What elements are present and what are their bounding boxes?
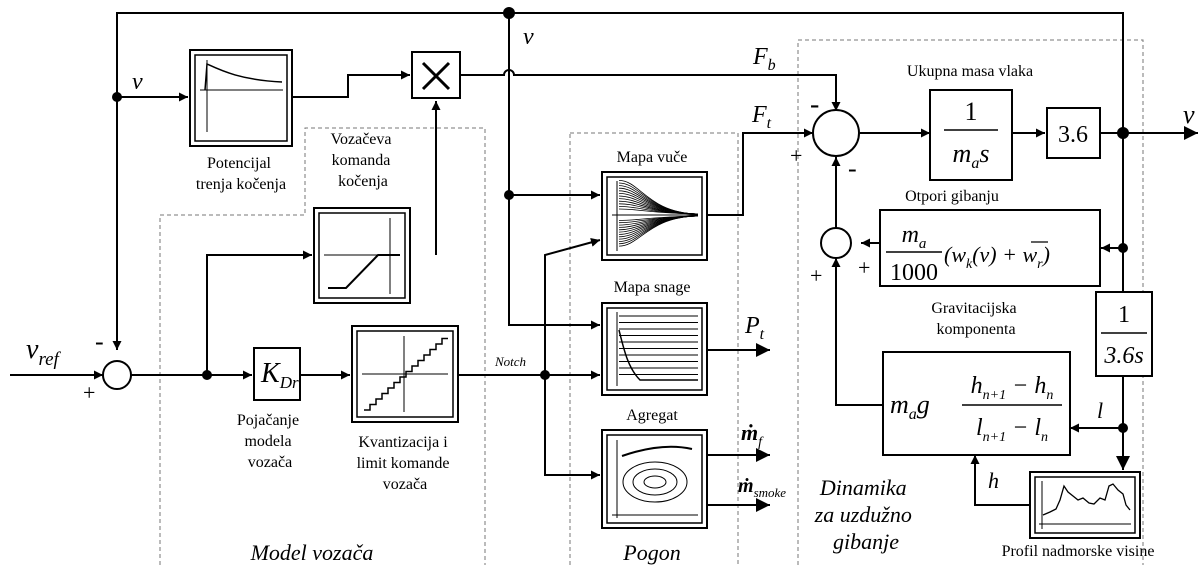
otpori-expression: (wk(v) + wr) [944, 242, 1050, 272]
junction-dots [112, 7, 1129, 433]
otpori-denominator: 1000 [890, 260, 938, 286]
integrator-denominator: 3.6s [1103, 343, 1143, 369]
mapa-snage-block [601, 302, 708, 396]
agregat-label: Agregat [626, 407, 678, 424]
sign-main-minus-top: - [810, 89, 819, 120]
v-top-label: v [523, 24, 534, 50]
h-label: h [988, 468, 999, 493]
mapa-snage-label: Mapa snage [614, 279, 691, 296]
multiplier-block [411, 51, 461, 99]
model-vozaca-title: Model vozača [250, 540, 374, 565]
grav-mg: mag [890, 390, 930, 423]
grav-numerator: hn+1 − hn [971, 373, 1054, 403]
sum-reference [102, 360, 132, 390]
integrator-block [1095, 291, 1153, 377]
integrator-numerator: 1 [1118, 302, 1130, 328]
profil-block [1029, 471, 1141, 539]
agregat-block [601, 429, 708, 529]
wires [10, 12, 1198, 512]
grav-block [882, 351, 1071, 456]
kvant-caption: Kvantizacija i limit komande vozača [357, 434, 454, 493]
profil-label: Profil nadmorske visine [1002, 543, 1155, 560]
sign-ref-minus: - [95, 327, 104, 356]
otpori-block [879, 209, 1101, 287]
otpori-label: Otpori gibanju [905, 188, 999, 205]
gain-caption: Pojačanje modela vozača [237, 412, 303, 471]
dinamika-title: Dinamika za uzdužno gibanje [814, 475, 918, 554]
mapa-vuce-label: Mapa vuče [617, 149, 688, 166]
ukupna-masa-label: Ukupna masa vlaka [907, 63, 1033, 80]
sign-res-plus-right: + [858, 255, 870, 280]
sign-res-plus-bottom: + [810, 263, 822, 288]
sign-main-minus-bottom: - [848, 154, 857, 183]
sign-ref-plus: + [83, 380, 95, 405]
pogon-title: Pogon [622, 540, 680, 565]
v-ref-label: vref [26, 334, 62, 370]
ft-label: Ft [751, 102, 772, 132]
potencijal-block [189, 49, 293, 147]
mass-block [929, 89, 1013, 181]
msmoke-label: ṁsmoke [738, 475, 786, 500]
pt-label: Pt [744, 313, 765, 343]
kmh-gain-block [1046, 107, 1101, 159]
mass-numerator: 1 [965, 97, 978, 126]
sum-resistance [820, 227, 852, 259]
kvantizacija-block [351, 325, 459, 423]
vozaceva-caption: Vozačeva komanda kočenja [331, 131, 396, 190]
potencijal-caption: Potencijal trenja kočenja [196, 155, 286, 193]
vozaceva-komanda-block [313, 207, 411, 304]
gain-block [253, 347, 301, 401]
v-output-label: v [1183, 100, 1195, 129]
notch-label: Notch [494, 354, 526, 369]
kmh-gain-text: 3.6 [1058, 122, 1088, 148]
fb-label: Fb [752, 44, 776, 74]
mapa-vuce-block [601, 171, 708, 261]
model-vozaca-frame [159, 127, 486, 565]
mass-denominator: mas [953, 139, 990, 172]
sign-main-plus: + [790, 143, 802, 168]
v-left-label: v [132, 69, 143, 95]
sum-forces [812, 109, 860, 157]
l-label: l [1097, 398, 1103, 423]
gain-text: KDr [260, 358, 299, 392]
grav-denominator: ln+1 − ln [976, 415, 1048, 445]
pogon-frame [569, 132, 739, 565]
otpori-numerator: ma [902, 222, 927, 252]
mf-label: ṁf [741, 420, 764, 450]
grav-caption: Gravitacijska komponenta [931, 300, 1020, 338]
